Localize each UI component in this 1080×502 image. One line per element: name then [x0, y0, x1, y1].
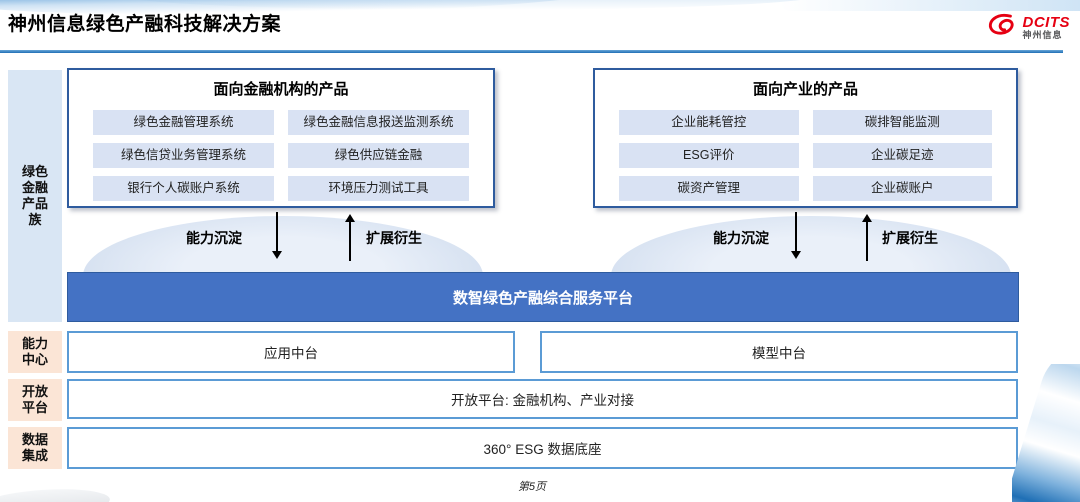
down-arrow-icon	[791, 212, 801, 259]
app-middle-platform-box: 应用中台	[67, 331, 515, 373]
flow-down-label-left: 能力沉淀	[186, 230, 242, 246]
financial-products-title: 面向金融机构的产品	[213, 81, 349, 98]
header-swoosh-soft-decoration	[120, 0, 820, 10]
product-item: ESG评价	[619, 143, 799, 168]
down-arrow-icon	[272, 212, 282, 259]
flow-up-label-left: 扩展衍生	[366, 230, 422, 246]
logo-brand-cn-text: 神州信息	[1022, 29, 1063, 40]
flow-up-label-right: 扩展衍生	[882, 230, 938, 246]
financial-products-box: 面向金融机构的产品 绿色金融管理系统 绿色金融信息报送监测系统 绿色信贷业务管理…	[67, 68, 495, 208]
product-item: 绿色金融信息报送监测系统	[288, 110, 469, 135]
page-title: 神州信息绿色产融科技解决方案	[8, 14, 282, 35]
dome-decoration-right	[611, 216, 1011, 272]
flow-zone	[67, 210, 1019, 272]
product-item: 绿色金融管理系统	[93, 110, 274, 135]
platform-bar: 数智绿色产融综合服务平台	[67, 272, 1019, 322]
open-platform-box: 开放平台: 金融机构、产业对接	[67, 379, 1018, 419]
product-item: 企业能耗管控	[619, 110, 799, 135]
flow-down-label-right: 能力沉淀	[713, 230, 769, 246]
model-middle-platform-box: 模型中台	[540, 331, 1018, 373]
esg-data-base-box: 360° ESG 数据底座	[67, 427, 1018, 469]
sidebar-item-green-finance-products: 绿色 金融 产品 族	[8, 70, 62, 322]
bottom-right-swoosh-decoration	[1012, 364, 1080, 502]
page-number: 第5页	[517, 481, 547, 493]
industry-products-box: 面向产业的产品 企业能耗管控 碳排智能监测 ESG评价 企业碳足迹 碳资产管理 …	[593, 68, 1018, 208]
dcits-swirl-icon	[986, 12, 1020, 43]
up-arrow-icon	[862, 214, 872, 261]
product-item: 碳排智能监测	[812, 110, 992, 135]
header-divider-line	[0, 50, 1063, 53]
dome-decoration-left	[83, 216, 483, 272]
product-item: 企业碳足迹	[812, 143, 992, 168]
dcits-logo: DCITS 神州信息	[986, 12, 1071, 43]
sidebar-item-capability-center: 能力 中心	[8, 331, 62, 373]
financial-products-grid: 绿色金融管理系统 绿色金融信息报送监测系统 绿色信贷业务管理系统 绿色供应链金融…	[93, 110, 469, 201]
product-item: 企业碳账户	[812, 176, 992, 201]
sidebar-item-open-platform: 开放 平台	[8, 379, 62, 421]
header-right-decoration	[780, 0, 1080, 11]
up-arrow-icon	[345, 214, 355, 261]
industry-products-grid: 企业能耗管控 碳排智能监测 ESG评价 企业碳足迹 碳资产管理 企业碳账户	[619, 110, 992, 201]
sidebar-item-data-integration: 数据 集成	[8, 427, 62, 469]
product-item: 绿色供应链金融	[288, 143, 469, 168]
product-item: 环境压力测试工具	[288, 176, 469, 201]
product-item: 绿色信贷业务管理系统	[93, 143, 274, 168]
logo-brand-text: DCITS	[1022, 13, 1070, 31]
industry-products-title: 面向产业的产品	[752, 81, 858, 98]
product-item: 银行个人碳账户系统	[93, 176, 274, 201]
product-item: 碳资产管理	[619, 176, 799, 201]
